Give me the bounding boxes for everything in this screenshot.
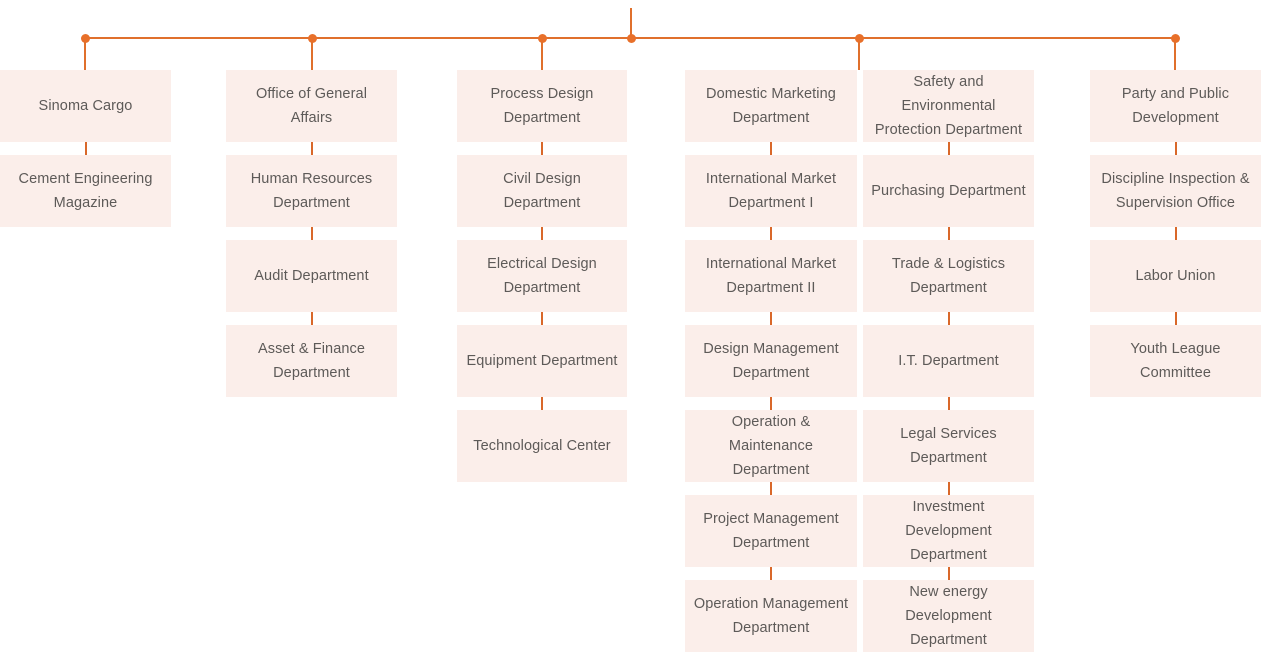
org-node[interactable]: Project Management Department xyxy=(685,482,857,567)
org-node-label: Investment Development Department xyxy=(905,499,992,563)
org-node-label: Project Management Department xyxy=(703,511,839,551)
org-node[interactable]: Cement Engineering Magazine xyxy=(0,142,171,227)
org-node-label: Asset & Finance Department xyxy=(257,341,366,381)
org-node[interactable]: I.T. Department xyxy=(863,312,1034,397)
org-node[interactable]: Technological Center xyxy=(457,397,627,482)
org-node[interactable]: Safety and Environmental Protection Depa… xyxy=(863,70,1034,142)
branch-dot-4 xyxy=(855,34,864,43)
connector-root-stub xyxy=(630,8,632,38)
org-node[interactable]: Civil Design Department xyxy=(457,142,627,227)
org-node-label: Labor Union xyxy=(1135,268,1216,284)
org-node-label: Audit Department xyxy=(254,268,369,284)
org-node[interactable]: Sinoma Cargo xyxy=(0,70,171,142)
branch-drop-5 xyxy=(1174,42,1176,70)
branch-drop-3 xyxy=(541,42,543,70)
org-node-label: Sinoma Cargo xyxy=(38,98,133,114)
branch-drop-1 xyxy=(84,42,86,70)
org-node[interactable]: Discipline Inspection & Supervision Offi… xyxy=(1090,142,1261,227)
org-node-label: Operation & Maintenance Department xyxy=(728,414,814,478)
org-node-label: Design Management Department xyxy=(703,341,839,381)
org-node[interactable]: Domestic Marketing Department xyxy=(685,70,857,142)
org-node-label: Human Resources Department xyxy=(250,171,373,211)
org-node[interactable]: Equipment Department xyxy=(457,312,627,397)
org-node[interactable]: Process Design Department xyxy=(457,70,627,142)
org-node-label: I.T. Department xyxy=(898,353,999,369)
org-node[interactable]: Purchasing Department xyxy=(863,142,1034,227)
org-node-label: Safety and Environmental Protection Depa… xyxy=(874,74,1023,138)
org-node[interactable]: International Market Department I xyxy=(685,142,857,227)
org-node[interactable]: Investment Development Department xyxy=(863,482,1034,567)
org-node-label: Trade & Logistics Department xyxy=(891,256,1006,296)
org-node-label: Office of General Affairs xyxy=(255,86,368,126)
org-node-label: Civil Design Department xyxy=(503,171,581,211)
org-node-label: Youth League Committee xyxy=(1130,341,1221,381)
org-node[interactable]: Labor Union xyxy=(1090,227,1261,312)
org-node[interactable]: Asset & Finance Department xyxy=(226,312,397,397)
org-node-label: Equipment Department xyxy=(466,353,618,369)
org-node[interactable]: International Market Department II xyxy=(685,227,857,312)
org-node[interactable]: Trade & Logistics Department xyxy=(863,227,1034,312)
org-node-label: Purchasing Department xyxy=(871,183,1026,199)
org-node-label: Operation Management Department xyxy=(693,596,849,636)
org-node[interactable]: Design Management Department xyxy=(685,312,857,397)
org-node-label: Electrical Design Department xyxy=(487,256,597,296)
org-node[interactable]: Operation Management Department xyxy=(685,567,857,652)
org-node-label: Process Design Department xyxy=(490,86,594,126)
org-node-label: Discipline Inspection & Supervision Offi… xyxy=(1101,171,1250,211)
org-node[interactable]: Youth League Committee xyxy=(1090,312,1261,397)
org-node-label: Technological Center xyxy=(473,438,611,454)
org-node-label: New energy Development Department xyxy=(905,584,992,648)
org-node-label: International Market Department I xyxy=(705,171,837,211)
org-node[interactable]: Office of General Affairs xyxy=(226,70,397,142)
org-node-label: Legal Services Department xyxy=(900,426,997,466)
branch-drop-2 xyxy=(311,42,313,70)
org-node[interactable]: Electrical Design Department xyxy=(457,227,627,312)
org-node-label: Cement Engineering Magazine xyxy=(18,171,153,211)
column-party-and-public: Party and Public Development Discipline … xyxy=(1090,70,1261,397)
org-node-label: Party and Public Development xyxy=(1121,86,1230,126)
branch-dot-root xyxy=(627,34,636,43)
branch-dot-2 xyxy=(308,34,317,43)
column-support-services: Safety and Environmental Protection Depa… xyxy=(863,70,1034,652)
org-node-label: Domestic Marketing Department xyxy=(706,86,836,126)
branch-dot-1 xyxy=(81,34,90,43)
branch-drop-4 xyxy=(858,42,860,70)
org-node[interactable]: Legal Services Department xyxy=(863,397,1034,482)
column-marketing-and-projects: Domestic Marketing Department Internatio… xyxy=(685,70,857,652)
org-node[interactable]: Audit Department xyxy=(226,227,397,312)
branch-dot-3 xyxy=(538,34,547,43)
org-node[interactable]: Human Resources Department xyxy=(226,142,397,227)
org-node[interactable]: New energy Development Department xyxy=(863,567,1034,652)
column-design: Process Design Department Civil Design D… xyxy=(457,70,627,482)
org-node[interactable]: Party and Public Development xyxy=(1090,70,1261,142)
column-general-affairs: Office of General Affairs Human Resource… xyxy=(226,70,397,397)
branch-dot-5 xyxy=(1171,34,1180,43)
org-node-label: International Market Department II xyxy=(705,256,837,296)
org-node[interactable]: Operation & Maintenance Department xyxy=(685,397,857,482)
column-cargo-and-magazine: Sinoma Cargo Cement Engineering Magazine xyxy=(0,70,171,227)
